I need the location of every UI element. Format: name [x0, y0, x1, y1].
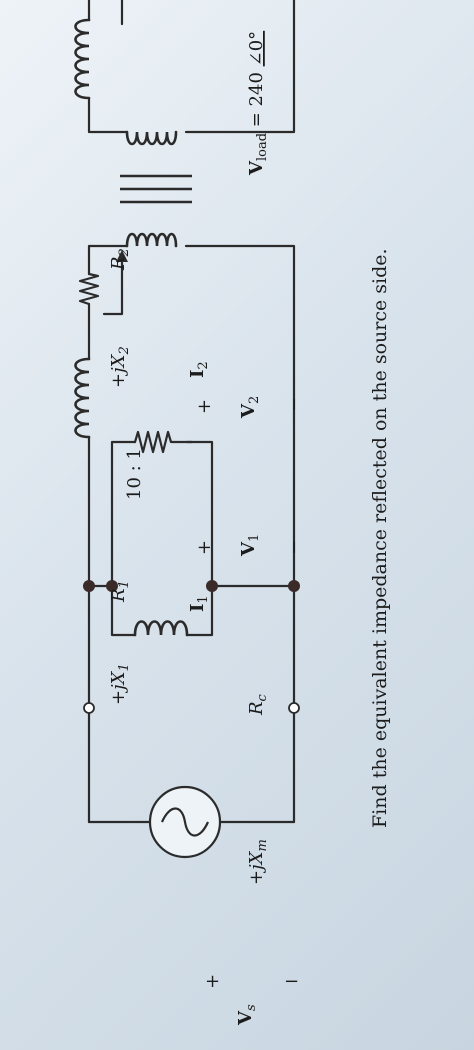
- primary-winding-bottom: [184, 244, 296, 358]
- source-plus-label: +: [205, 971, 220, 992]
- r1-label: R1: [108, 580, 132, 603]
- node-shunt-left: [106, 580, 118, 592]
- v2-plus-label: +: [194, 399, 215, 414]
- v1-plus-label: +: [194, 540, 215, 555]
- secondary-wire-load-bottom: [184, 0, 296, 134]
- source-label: Vs: [235, 1004, 259, 1026]
- v1-minus-label: −: [284, 540, 305, 555]
- secondary-leakage-inductor-jx2: [74, 18, 91, 100]
- secondary-winding: [125, 130, 178, 146]
- v1-label: V1: [238, 534, 262, 557]
- source-minus-label: −: [284, 971, 299, 992]
- ac-source-wave-icon: [160, 807, 210, 837]
- i1-arrow-icon: [102, 260, 124, 316]
- r2-label: R2: [108, 248, 132, 271]
- turns-ratio-label: 10 : 1: [124, 448, 145, 500]
- core-loss-resistor-rc: [133, 430, 194, 454]
- v2-label: V2: [238, 396, 262, 419]
- jx1-label: +jX1: [108, 663, 132, 705]
- shunt-rails: [110, 440, 137, 637]
- jxm-label: +jXm: [246, 839, 270, 885]
- jx2-label: +jX2: [108, 346, 132, 388]
- load-voltage-label: Vload = 240 ∠0°: [246, 31, 270, 176]
- node-bottom-shunt: [288, 580, 300, 592]
- magnetizing-inductor-jxm: [133, 620, 189, 637]
- top-wire-r1-out: [87, 244, 129, 276]
- i1-label: I1: [187, 595, 211, 612]
- shunt-bottom-rails: [185, 440, 296, 637]
- node-top-shunt: [83, 580, 95, 592]
- secondary-winding-top: [87, 96, 129, 134]
- i2-label: I2: [187, 361, 211, 378]
- i2-arrow-icon: [102, 0, 124, 26]
- v2-minus-label: −: [284, 397, 305, 412]
- primary-winding: [125, 232, 178, 248]
- rc-label: Rc: [246, 693, 270, 716]
- terminal-bottom-left: [288, 702, 300, 714]
- terminal-top-left: [83, 702, 95, 714]
- primary-resistor-r1: [78, 272, 100, 306]
- primary-leakage-inductor-jx1: [74, 357, 91, 439]
- problem-caption: Find the equivalent impedance reflected …: [369, 248, 391, 828]
- i1-arrowhead-icon: [116, 250, 128, 262]
- node-shunt-right: [206, 580, 218, 592]
